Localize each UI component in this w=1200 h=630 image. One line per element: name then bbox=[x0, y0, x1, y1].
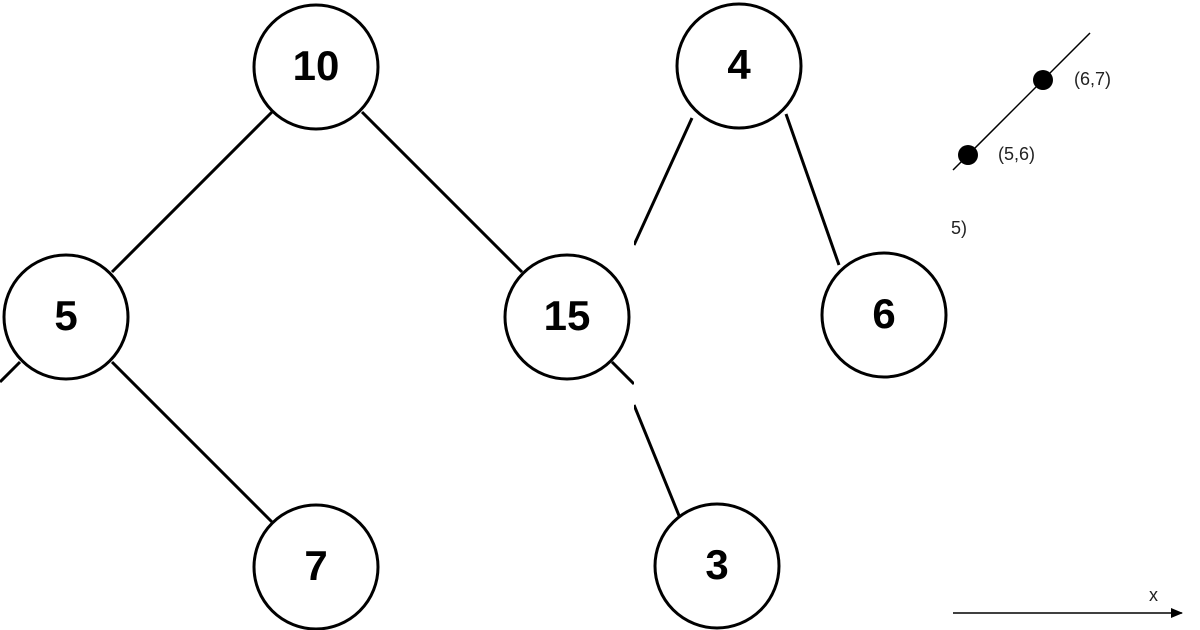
tree-node-15: 15 bbox=[503, 253, 631, 381]
left-tree-panel: 10 5 15 7 bbox=[0, 3, 634, 630]
node-label: 15 bbox=[544, 292, 591, 339]
middle-tree-svg: 4 6 3 bbox=[634, 2, 948, 630]
tree-node-4: 4 bbox=[675, 2, 803, 130]
edge-3-parent bbox=[634, 404, 682, 519]
left-tree-svg: 10 5 15 7 bbox=[0, 3, 634, 630]
edge-4-left bbox=[634, 117, 694, 246]
right-plot-svg: (6,7) (5,6) 5) x bbox=[951, 32, 1183, 618]
node-label: 7 bbox=[304, 542, 327, 589]
tree-node-6: 6 bbox=[820, 251, 948, 379]
right-plot-panel: (6,7) (5,6) 5) x bbox=[950, 0, 1200, 630]
edge-10-5 bbox=[110, 110, 274, 274]
edge-5-left-partial bbox=[0, 360, 22, 384]
point-5-6-dot bbox=[958, 145, 978, 165]
edge-5-7 bbox=[110, 360, 274, 524]
tree-node-10: 10 bbox=[252, 3, 380, 131]
tree-node-7: 7 bbox=[252, 503, 380, 630]
partial-point-label: 5) bbox=[951, 218, 967, 238]
point-5-6-label: (5,6) bbox=[998, 144, 1035, 164]
tree-node-5: 5 bbox=[2, 253, 130, 381]
node-label: 4 bbox=[727, 41, 751, 88]
edge-10-15 bbox=[360, 110, 524, 274]
node-label: 3 bbox=[705, 541, 728, 588]
point-6-7-dot bbox=[1033, 70, 1053, 90]
point-6-7-label: (6,7) bbox=[1074, 69, 1111, 89]
x-axis-label: x bbox=[1149, 585, 1158, 605]
edge-15-right-partial bbox=[610, 360, 634, 386]
node-label: 5 bbox=[54, 292, 77, 339]
node-label: 6 bbox=[872, 290, 895, 337]
node-label: 10 bbox=[293, 42, 340, 89]
middle-tree-panel: 4 6 3 bbox=[634, 0, 950, 630]
edge-4-6 bbox=[784, 113, 841, 266]
tree-node-3: 3 bbox=[653, 502, 781, 630]
diagonal-line bbox=[952, 32, 1091, 171]
